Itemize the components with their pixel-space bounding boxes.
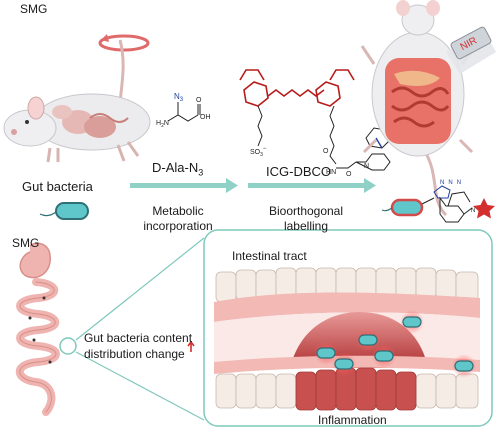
amide-o1-label: O	[323, 148, 329, 155]
process-arrow-1	[130, 178, 238, 193]
amide-o2-label: O	[346, 171, 352, 178]
mouse-anatomy-illustration	[3, 39, 151, 163]
gi-tract-illustration	[15, 242, 60, 416]
smg-model-label-bottom: SMG	[12, 236, 40, 250]
carbonyl-o-label: O	[196, 97, 202, 104]
rotation-arrow-icon	[98, 34, 150, 52]
intestinal-tract-label: Intestinal tract	[232, 249, 307, 263]
d-ala-n3-label: D-Ala-N3	[152, 160, 204, 178]
labelled-bacterium-icon	[381, 197, 435, 217]
icg-dbco-label: ICG-DBCO	[266, 164, 331, 179]
gut-bacteria-label: Gut bacteria	[22, 179, 93, 194]
amide-nh-label: HN	[326, 169, 336, 176]
mouse-gut-illustration	[360, 0, 478, 217]
inflammation-label: Inflammation	[318, 413, 387, 427]
dbco-n-label: N	[364, 163, 369, 170]
n3-group-label: N3	[174, 92, 184, 103]
triazole-dbco-structure	[433, 185, 473, 223]
process-arrow-2	[248, 178, 376, 193]
fluorophore-star-icon	[473, 198, 495, 219]
hydroxyl-label: OH	[200, 114, 211, 121]
increase-arrow-icon	[187, 340, 195, 352]
nir-light-source-icon	[446, 26, 496, 74]
d-ala-n3-structure	[167, 102, 201, 122]
labelled-bacteria-cluster	[314, 310, 476, 378]
gut-bacterium-icon	[39, 202, 89, 220]
labelled-n-label: N	[471, 208, 475, 214]
so3-label: SO3−	[250, 146, 267, 158]
zoom-callout	[59, 237, 205, 421]
intestinal-tissue-illustration	[214, 267, 480, 411]
smg-model-label-top: SMG	[20, 2, 48, 16]
h2n-group-label: H2N	[156, 120, 169, 129]
